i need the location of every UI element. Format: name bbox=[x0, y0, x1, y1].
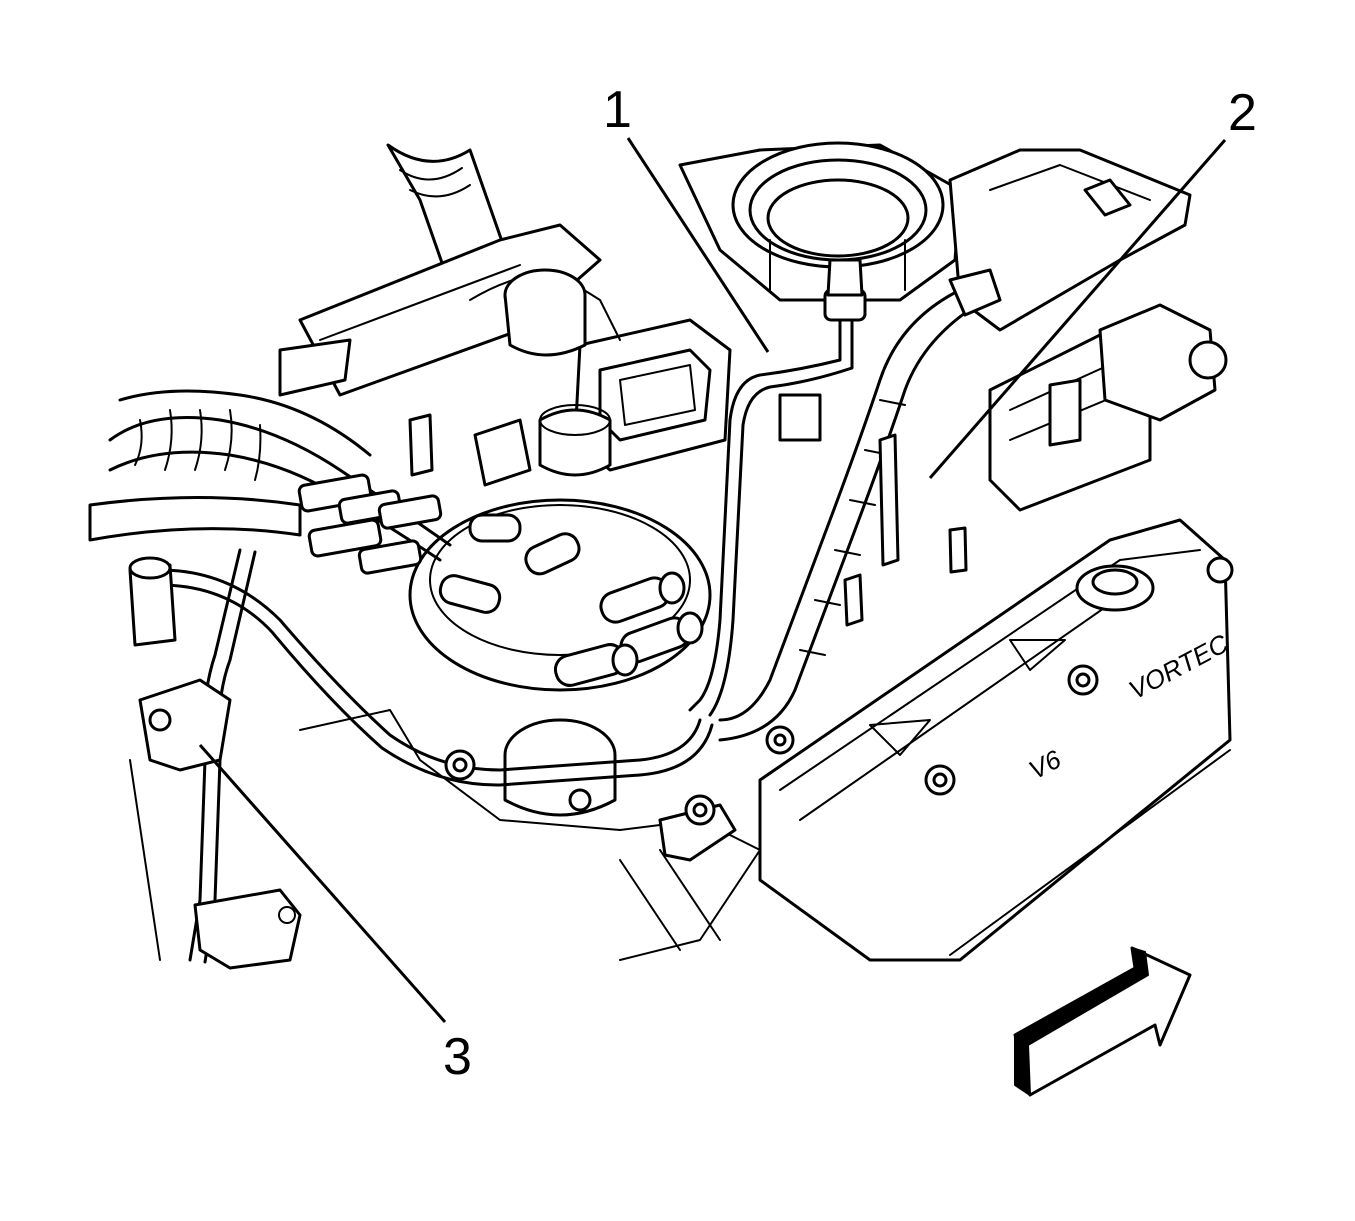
callout-3-leader bbox=[198, 744, 447, 1023]
intake-manifold bbox=[408, 268, 968, 627]
callout-3-label: 3 bbox=[443, 1028, 472, 1086]
distributor-towers bbox=[438, 513, 704, 687]
wiring-harness bbox=[88, 338, 452, 575]
bracket-assembly bbox=[948, 148, 1228, 512]
callout-2-label: 2 bbox=[1228, 84, 1257, 142]
air-intake-duct bbox=[298, 143, 602, 397]
valve-cover-right: VORTEC V6 bbox=[758, 518, 1234, 962]
distributor bbox=[408, 498, 712, 817]
callout-2-leader bbox=[928, 139, 1227, 479]
callout-1-leader bbox=[626, 137, 770, 353]
callout-1-label: 1 bbox=[603, 81, 632, 139]
throttle-body bbox=[678, 141, 962, 302]
ignition-coil bbox=[573, 318, 732, 472]
lower-engine-block bbox=[299, 709, 795, 961]
vacuum-hose bbox=[688, 258, 867, 717]
callout-leaders bbox=[198, 137, 1227, 1023]
front-direction-arrow-icon bbox=[1013, 946, 1192, 1097]
engine-harness-conduit bbox=[718, 268, 1002, 742]
left-bracket bbox=[128, 556, 302, 970]
